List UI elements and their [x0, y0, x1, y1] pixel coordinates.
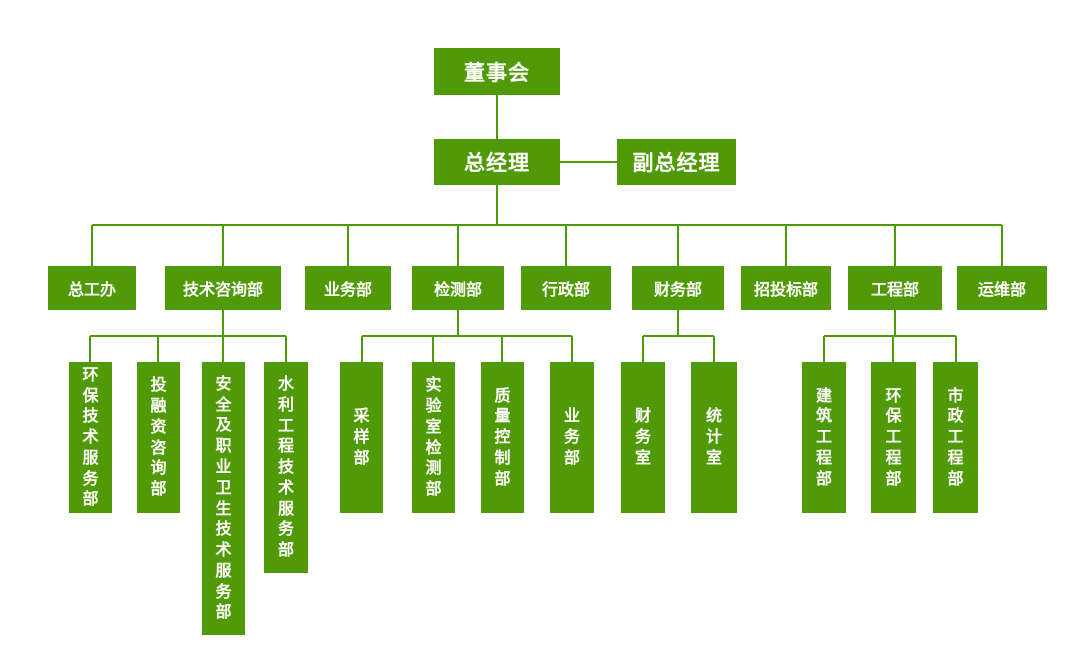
dept-box: 招投标部	[741, 266, 831, 310]
sub-dept-label: 市政工程部	[947, 385, 964, 488]
dept-label: 招投标部	[753, 280, 818, 299]
sub-dept-label: 环保工程部	[885, 385, 902, 488]
dept-box: 业务部	[305, 266, 391, 310]
sub-dept-box: 业务部	[550, 362, 594, 513]
sub-dept-label: 采样部	[353, 406, 370, 467]
sub-dept-box: 安全及职业卫生技术服务部	[202, 362, 245, 635]
sub-dept-label: 财务室	[634, 406, 651, 467]
board-label: 董事会	[464, 60, 530, 85]
sub-dept-label: 统计室	[705, 406, 722, 467]
sub-dept-box: 市政工程部	[933, 362, 978, 513]
dept-box: 行政部	[521, 266, 611, 310]
sub-dept-box: 统计室	[691, 362, 737, 513]
sub-dept-label: 实验室检测部	[425, 375, 442, 499]
dept-label: 财务部	[653, 280, 702, 299]
sub-dept-box: 建筑工程部	[802, 362, 846, 513]
sub-dept-label: 建筑工程部	[815, 385, 832, 488]
sub-dept-label: 质量控制部	[494, 385, 511, 488]
dept-box: 财务部	[632, 266, 724, 310]
dept-box: 运维部	[957, 266, 1047, 310]
dept-label: 总工办	[67, 280, 116, 299]
sub-dept-box: 质量控制部	[481, 362, 524, 513]
sub-dept-box: 水利工程技术服务部	[264, 362, 308, 573]
deputy-gm-box: 副总经理	[617, 139, 736, 185]
dept-label: 工程部	[870, 280, 919, 299]
sub-dept-box: 实验室检测部	[412, 362, 455, 513]
deputy-gm-label: 副总经理	[632, 151, 721, 175]
dept-box: 技术咨询部	[165, 266, 281, 310]
dept-box: 工程部	[848, 266, 942, 310]
dept-label: 技术咨询部	[182, 280, 263, 299]
sub-dept-box: 采样部	[340, 362, 383, 513]
sub-dept-box: 财务室	[621, 362, 665, 513]
dept-box: 检测部	[412, 266, 504, 310]
dept-label: 业务部	[323, 280, 372, 299]
board-box: 董事会	[434, 48, 560, 95]
sub-dept-box: 环保工程部	[871, 362, 916, 513]
dept-label: 行政部	[541, 280, 590, 299]
sub-dept-label: 投融资咨询部	[150, 375, 167, 499]
gm-box: 总经理	[434, 139, 560, 185]
sub-dept-label: 安全及职业卫生技术服务部	[215, 373, 232, 622]
sub-dept-label: 业务部	[563, 406, 580, 467]
sub-dept-box: 环保技术服务部	[69, 362, 112, 513]
sub-dept-label: 水利工程技术服务部	[277, 373, 294, 560]
dept-label: 检测部	[433, 280, 482, 299]
dept-label: 运维部	[977, 280, 1026, 299]
sub-dept-label: 环保技术服务部	[82, 364, 99, 509]
sub-dept-box: 投融资咨询部	[137, 362, 180, 513]
dept-box: 总工办	[48, 266, 136, 310]
gm-label: 总经理	[464, 151, 530, 175]
